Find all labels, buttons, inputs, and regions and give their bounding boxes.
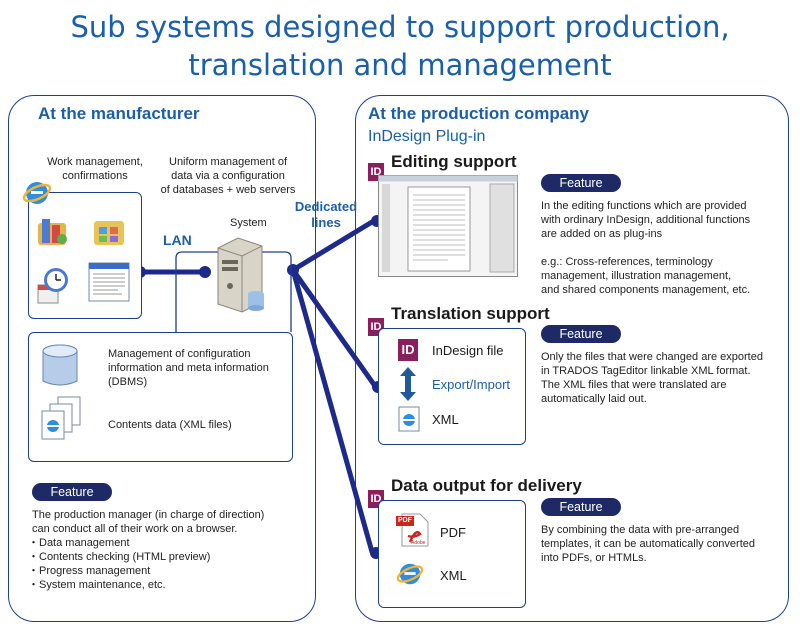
indesign-file-icon: ID — [398, 339, 418, 361]
xml-documents-icon — [41, 396, 81, 440]
translation-feature-badge: Feature — [541, 325, 621, 343]
data-output-title: Data output for delivery — [391, 476, 582, 495]
manufacturer-heading: At the manufacturer — [38, 104, 200, 123]
database-icon — [42, 344, 78, 386]
feature-item-data-management: ・Data management — [28, 537, 130, 549]
uniform-management-label: Uniform management of data via a configu… — [160, 156, 296, 196]
editing-feature-badge: Feature — [541, 174, 621, 192]
dbms-label: Management of configuration information … — [108, 348, 269, 388]
clock-calendar-icon — [37, 268, 68, 304]
pdf-file-icon: PDF Adobe — [396, 512, 430, 548]
line-to-editing — [290, 219, 375, 273]
dedicated-lines-label: Dedicated lines — [294, 199, 358, 230]
export-import-label: Export/Import — [432, 377, 511, 392]
title-line-1: Sub systems designed to support producti… — [70, 10, 730, 44]
xml-file-label: XML — [432, 412, 459, 427]
feature-item-contents-checking: ・Contents checking (HTML preview) — [28, 551, 211, 563]
adobe-icon-label: Adobe — [411, 540, 426, 546]
hub-point — [287, 264, 299, 276]
translation-feature-text: Only the files that were changed are exp… — [541, 351, 763, 405]
contents-data-label: Contents data (XML files) — [108, 419, 232, 431]
lan-end-right — [199, 266, 211, 278]
browser-window-icon — [88, 262, 130, 302]
internet-explorer-xml-icon — [396, 563, 424, 585]
pdf-icon-label: PDF — [398, 517, 412, 524]
pdf-label: PDF — [440, 525, 466, 540]
internet-explorer-icon — [22, 182, 52, 204]
title-line-2: translation and management — [188, 48, 612, 82]
page-title: Sub systems designed to support producti… — [0, 8, 800, 84]
network-bracket — [175, 251, 292, 332]
export-import-arrow-icon — [400, 367, 416, 401]
indesign-screenshot-thumbnail — [378, 175, 518, 277]
work-management-label: Work management, confirmations — [47, 156, 143, 182]
control-panel-icon — [94, 221, 124, 245]
xml-output-label: XML — [440, 568, 467, 583]
feature-item-progress-management: ・Progress management — [28, 565, 151, 577]
manufacturer-feature-text: The production manager (in charge of dir… — [32, 509, 265, 535]
translation-support-title: Translation support — [391, 304, 550, 323]
server-icon — [217, 237, 264, 313]
line-to-output — [290, 267, 375, 555]
manufacturer-feature-list: ・Data management ・Contents checking (HTM… — [28, 536, 210, 592]
production-subheading: InDesign Plug-in — [368, 128, 486, 145]
indesign-file-label: InDesign file — [432, 343, 504, 358]
xml-file-icon — [398, 406, 420, 432]
manufacturer-feature-badge: Feature — [32, 483, 112, 501]
output-feature-text: By combining the data with pre-arranged … — [541, 524, 756, 564]
lan-label: LAN — [163, 232, 192, 248]
editing-support-title: Editing support — [391, 152, 517, 171]
line-to-translation — [290, 267, 378, 389]
output-feature-badge: Feature — [541, 498, 621, 516]
feature-item-system-maintenance: ・System maintenance, etc. — [28, 579, 166, 591]
editing-feature-text: In the editing functions which are provi… — [541, 200, 751, 296]
system-label: System — [230, 217, 267, 229]
production-heading: At the production company — [368, 104, 589, 123]
application-folder-icon — [38, 219, 67, 245]
